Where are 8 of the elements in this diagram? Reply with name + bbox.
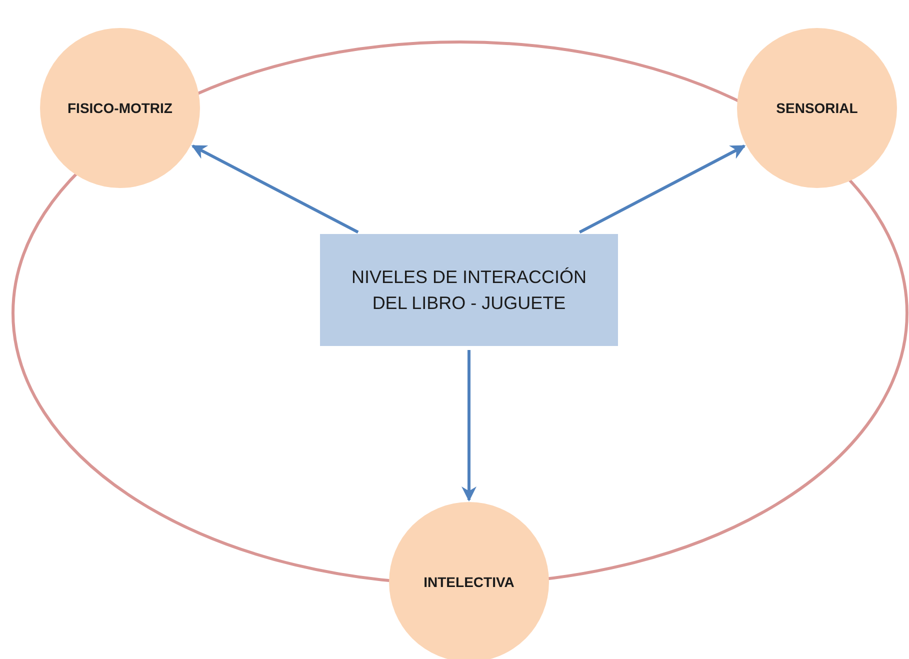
- title-box: [320, 234, 618, 346]
- arrow: [191, 144, 359, 234]
- node-label: FISICO-MOTRIZ: [68, 100, 172, 116]
- node-label: NIVELES DE INTERACCIÓN DEL LIBRO - JUGUETE: [350, 266, 588, 315]
- arrow: [578, 144, 746, 234]
- arrow: [462, 350, 476, 502]
- node-label: SENSORIAL: [776, 100, 858, 116]
- node-label: INTELECTIVA: [424, 574, 514, 590]
